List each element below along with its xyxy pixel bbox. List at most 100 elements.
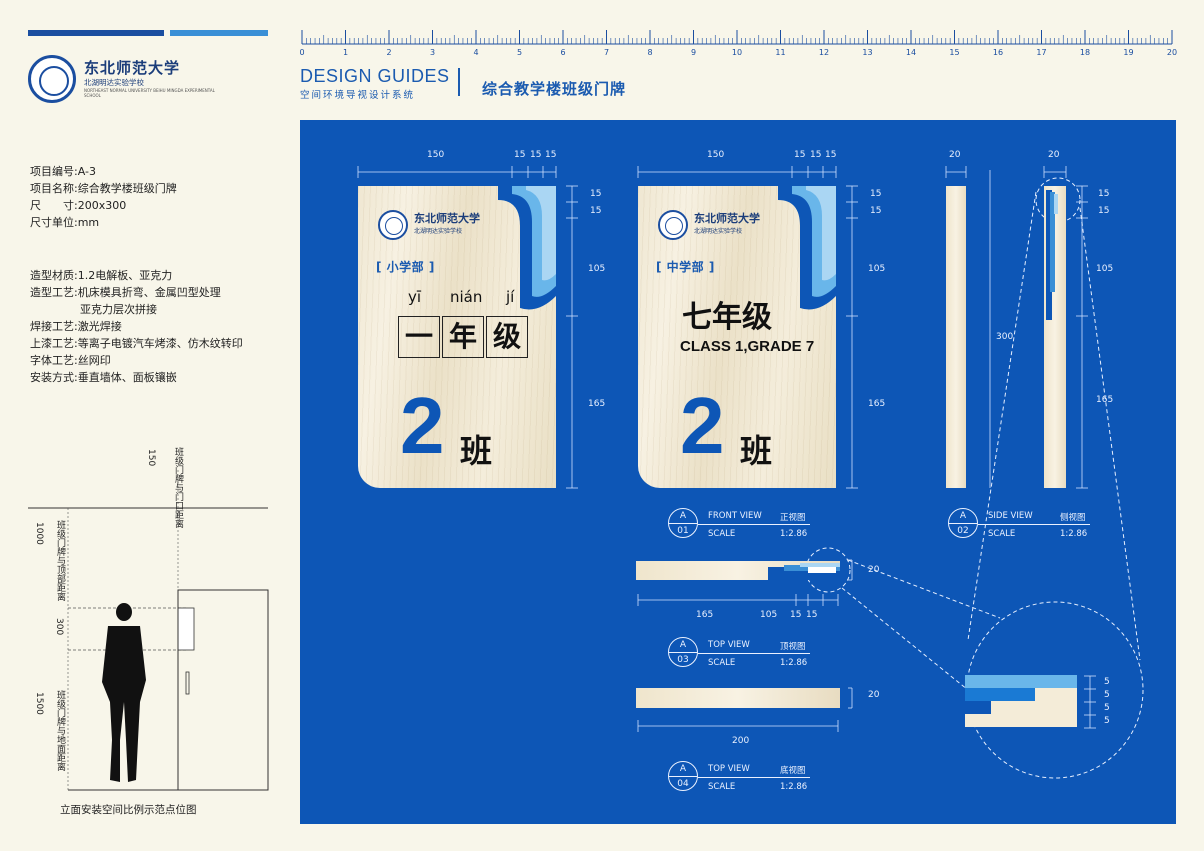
detail-layer-3 (965, 701, 991, 714)
view-top-num: 03 (677, 655, 689, 665)
ruler-tick-label: 9 (690, 48, 697, 57)
sign2-grade: 七年级 (682, 300, 772, 335)
school-subname: 北湖明达实验学校 (84, 78, 144, 87)
view-bottom-scale: SCALE (708, 782, 736, 792)
ruler-tick-label: 19 (1123, 48, 1134, 57)
elev-label-top-val: 1000 (34, 522, 44, 545)
top-layer-white (808, 567, 836, 573)
dim-sign1-h105: 105 (588, 264, 606, 274)
dim-sign1-w150: 150 (427, 150, 445, 160)
sign1-class-suffix: 班 (460, 432, 493, 470)
dim-sign1-h15b: 15 (590, 206, 602, 216)
view-bottom-rule (698, 777, 810, 778)
side-layer-light (1054, 194, 1058, 214)
spec-paint: 上漆工艺:等离子电镀汽车烤漆、仿木纹转印 (30, 337, 243, 350)
dim-side-w20a: 20 (949, 150, 961, 160)
detail-layer-1 (965, 675, 1077, 688)
elevation-caption: 立面安装空间比例示范点位图 (60, 804, 197, 816)
dim-bottom-w200: 200 (732, 736, 750, 746)
ruler-tick-label: 10 (731, 48, 743, 57)
sign1-school-name: 东北师范大学 (414, 212, 480, 225)
spec-material: 造型材质:1.2电解板、亚克力 (30, 269, 173, 282)
sign-primary-front: 东北师范大学 北湖明达实验学校 [ 小学部 ] yī nián jí 一 年 级… (358, 186, 556, 488)
sign1-grade-char-3: 级 (486, 316, 528, 358)
view-top-letter: A (679, 640, 687, 650)
view-side-name-en: SIDE VIEW (988, 511, 1033, 521)
view-top-rule (698, 653, 810, 654)
spec-list-process: 造型材质:1.2电解板、亚克力 造型工艺:机床模具折弯、金属凹型处理 亚克力层次… (30, 267, 243, 386)
dim-top-w15b: 15 (806, 610, 818, 620)
view-label-bottom: A 04 TOP VIEW 底视图 SCALE 1:2.86 (668, 761, 818, 795)
dim-detail-5c: 5 (1104, 703, 1110, 713)
dim-bottom-h20: 20 (868, 690, 880, 700)
dim-sign1-w15b: 15 (530, 150, 542, 160)
elevation-diagram (28, 470, 269, 791)
ruler-tick-label: 1 (342, 48, 349, 57)
ruler-tick-label: 16 (992, 48, 1004, 57)
sign1-dept: [ 小学部 ] (376, 260, 435, 274)
view-bottom-badge: A 04 (668, 761, 698, 791)
view-front-badge: A 01 (668, 508, 698, 538)
top-view-bar (636, 561, 840, 580)
sign1-seal-icon (378, 210, 408, 240)
person-silhouette-icon (102, 603, 146, 782)
dim-top-w165: 165 (696, 610, 714, 620)
school-seal-icon (28, 55, 76, 103)
sign2-accent-stripe (778, 186, 836, 310)
view-front-rule (698, 524, 810, 525)
view-top-name-en: TOP VIEW (708, 640, 750, 650)
sign1-school-sub: 北湖明达实验学校 (414, 228, 463, 235)
ruler-tick-label: 20 (1166, 48, 1178, 57)
page-title: 综合教学楼班级门牌 (482, 80, 627, 98)
dim-top-w15a: 15 (790, 610, 802, 620)
spec-item-no: 项目编号:A-3 (30, 165, 96, 178)
ruler-tick-label: 5 (516, 48, 523, 57)
view-top-name-cn: 顶视图 (780, 642, 806, 652)
ruler-tick-label: 4 (473, 48, 479, 57)
dim-sign1-w15a: 15 (514, 150, 526, 160)
elev-label-bottom-val: 1500 (34, 692, 44, 715)
side-view-layered (1044, 186, 1066, 488)
dim-side-h300: 300 (996, 332, 1014, 342)
sign1-pinyin-2: nián (450, 288, 483, 306)
view-top-ratio: 1:2.86 (780, 658, 808, 668)
ruler-tick-label: 15 (949, 48, 960, 57)
sign1-pinyin-3: jí (506, 288, 515, 306)
dim-side-h165: 165 (1096, 395, 1114, 405)
sign-middle-front: 东北师范大学 北湖明达实验学校 [ 中学部 ] 七年级 CLASS 1,GRAD… (638, 186, 836, 488)
ruler-tick-label: 2 (386, 48, 392, 57)
spec-font: 字体工艺:丝网印 (30, 354, 111, 367)
spec-unit: 尺寸单位:mm (30, 216, 100, 229)
ruler-tick-label: 7 (603, 48, 610, 57)
view-bottom-name-en: TOP VIEW (708, 764, 750, 774)
view-label-top: A 03 TOP VIEW 顶视图 SCALE 1:2.86 (668, 637, 818, 671)
dim-sign1-h165: 165 (588, 399, 606, 409)
sign2-class-number: 2 (680, 381, 725, 470)
view-bottom-ratio: 1:2.86 (780, 782, 808, 792)
dim-detail-5d: 5 (1104, 716, 1110, 726)
side-layer-dark (1046, 190, 1052, 320)
dim-sign2-w15b: 15 (810, 150, 822, 160)
view-side-scale: SCALE (988, 529, 1016, 539)
view-side-rule (978, 524, 1090, 525)
detail-zoom (965, 675, 1077, 727)
sign2-class-suffix: 班 (740, 432, 773, 470)
sign2-school-name: 东北师范大学 (694, 212, 760, 225)
dim-side-w20b: 20 (1048, 150, 1060, 160)
spec-process: 造型工艺:机床模具折弯、金属凹型处理 (30, 286, 221, 299)
view-label-side: A 02 SIDE VIEW 侧视图 SCALE 1:2.86 (948, 508, 1098, 542)
view-side-num: 02 (957, 526, 969, 536)
ruler-tick-label: 13 (862, 48, 873, 57)
title-separator (458, 68, 460, 96)
sign1-grade-char-1: 一 (398, 316, 440, 358)
dim-sign2-h105: 105 (868, 264, 886, 274)
elev-label-door-val: 150 (146, 449, 156, 467)
dim-sign2-w150: 150 (707, 150, 725, 160)
dim-side-h15a: 15 (1098, 189, 1110, 199)
sign1-pinyin-1: yī (408, 288, 422, 306)
sign1-class-number: 2 (400, 381, 445, 470)
ruler-tick-label: 6 (560, 48, 566, 57)
view-label-front: A 01 FRONT VIEW 正视图 SCALE 1:2.86 (668, 508, 818, 542)
bottom-view-bar (636, 688, 840, 708)
